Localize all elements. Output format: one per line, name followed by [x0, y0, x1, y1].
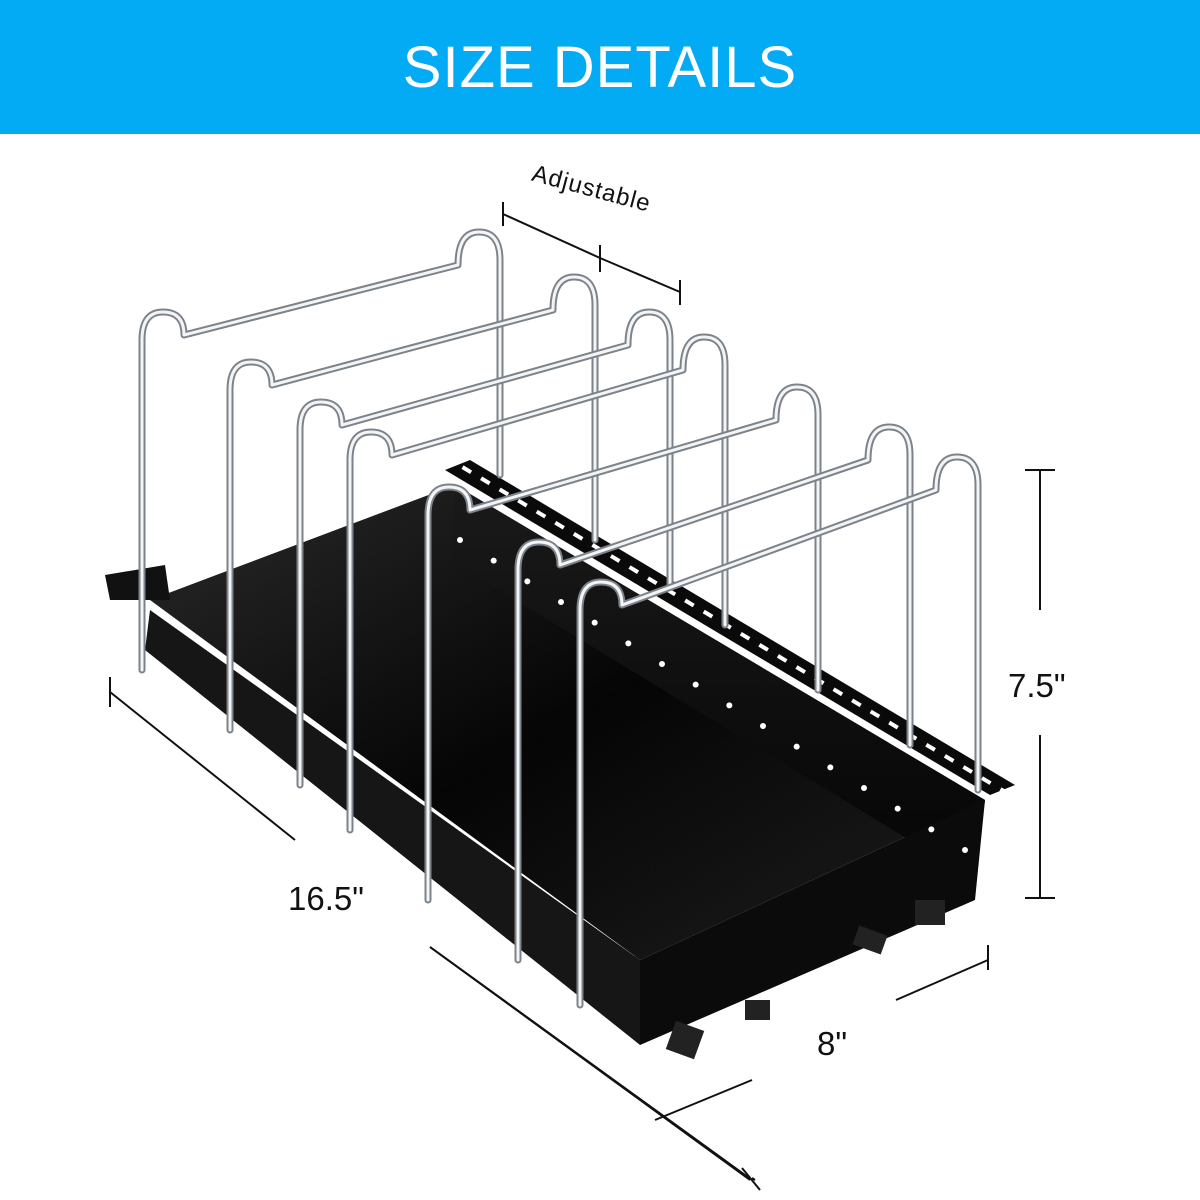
wire-dividers [138, 228, 982, 1009]
divider-wire-highlight [516, 425, 912, 962]
wall-hole [659, 661, 665, 667]
rail-notch [535, 509, 547, 519]
divider-wire-highlight [298, 310, 672, 787]
rail-notch [461, 465, 473, 475]
rail-notch [888, 720, 899, 730]
rail-notch [517, 498, 528, 508]
wall-hole [524, 578, 531, 585]
rail-notch [999, 787, 1011, 797]
wall-hole [962, 847, 968, 853]
divider-wire-highlight [140, 230, 502, 672]
rail-notch [980, 776, 992, 785]
divider-wire-highlight [426, 385, 820, 902]
wall-hole [625, 640, 632, 647]
side-wall-holes [457, 537, 968, 853]
rail-notch [851, 698, 862, 708]
rail-notch [480, 476, 491, 486]
rail-notch [702, 609, 714, 619]
rail-notch [739, 631, 751, 641]
wall-hole [726, 702, 733, 709]
wall-hole [793, 743, 800, 750]
dimension-lines [109, 202, 1055, 1191]
rack-base [105, 485, 985, 1045]
rail-notch [554, 520, 565, 530]
rail-notch [609, 554, 621, 563]
rail-notch [795, 665, 807, 674]
rail-notch [572, 532, 584, 541]
wall-hole [861, 785, 867, 791]
size-details-banner: SIZE DETAILS [0, 0, 1200, 134]
rail-notch [925, 743, 936, 752]
wall-hole [591, 619, 598, 626]
height-label: 7.5" [1008, 667, 1066, 704]
wall-hole [928, 826, 935, 833]
rail-notch [758, 643, 769, 652]
rail-notch [684, 598, 695, 608]
rail-notch [498, 487, 510, 497]
rail-notch [628, 565, 640, 574]
banner-title: SIZE DETAILS [402, 34, 798, 100]
wall-hole [490, 557, 497, 564]
rail-notch [869, 709, 881, 719]
wall-hole [558, 599, 564, 605]
width-label: 8" [817, 1025, 848, 1062]
rail-notch [832, 687, 844, 697]
divider-wire-highlight [348, 335, 727, 832]
rail-notch [776, 654, 788, 663]
rail-notch [962, 765, 974, 774]
back-rail [445, 460, 1015, 797]
length-label: 16.5" [288, 880, 364, 917]
wall-hole [827, 764, 834, 771]
wall-hole [457, 537, 463, 543]
wall-hole [692, 681, 699, 688]
slide-rails [665, 900, 945, 1060]
divider-wire-highlight [228, 275, 597, 732]
divider-wire-highlight [578, 455, 980, 1007]
wall-hole [760, 723, 766, 729]
wall-hole [894, 805, 901, 812]
rail-notch [943, 754, 955, 763]
rail-notch [647, 576, 658, 586]
